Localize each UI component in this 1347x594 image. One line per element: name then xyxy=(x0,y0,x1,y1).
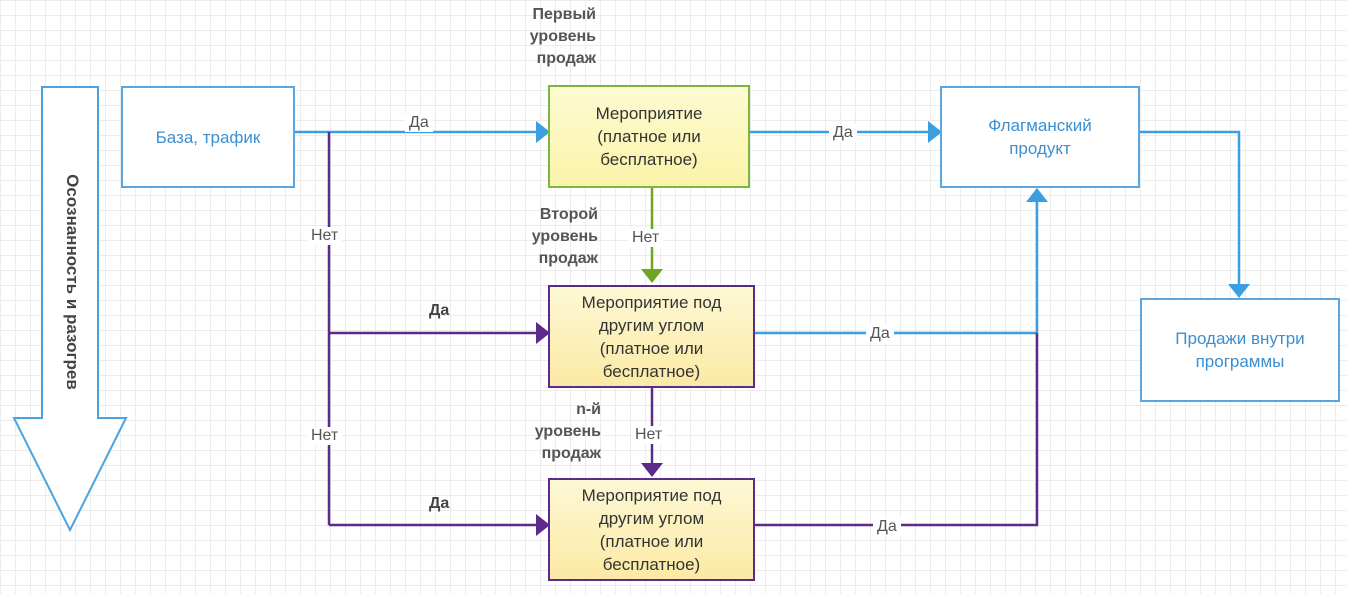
purple-arrowheads xyxy=(536,322,663,536)
arrowhead-to-flagship-up xyxy=(1026,188,1048,202)
event-box-3: Мероприятие под другим углом (платное ил… xyxy=(548,478,755,581)
arrowhead-event1-to-event2 xyxy=(641,269,663,283)
arrowhead-to-event2 xyxy=(536,322,550,344)
flagship-text: Флагманский продукт xyxy=(988,116,1092,158)
blue-arrowheads xyxy=(536,121,1250,298)
edge-label-yes-base-event1: Да xyxy=(405,114,433,132)
edge-label-no-upper: Нет xyxy=(307,227,343,245)
arrowhead-event2-to-event3 xyxy=(641,463,663,477)
base-traffic-text: База, трафик xyxy=(155,127,261,147)
inside-sales-box: Продажи внутри программы xyxy=(1140,298,1340,402)
event-box-1: Мероприятие (платное или бесплатное) xyxy=(548,85,750,188)
edge-label-yes-event1-flagship: Да xyxy=(829,124,857,142)
arrowhead-to-flagship xyxy=(928,121,942,143)
flagship-box: Флагманский продукт xyxy=(940,86,1140,188)
second-level-label: Второй уровень продаж xyxy=(531,206,598,267)
edge-label-yes-event2-flagship: Да xyxy=(866,325,894,343)
awareness-arrow xyxy=(12,86,128,533)
arrowhead-to-event1 xyxy=(536,121,550,143)
edge-label-yes-to-event3: Да xyxy=(429,495,450,512)
first-level-label: Первый уровень продаж xyxy=(529,6,596,67)
purple-connectors xyxy=(327,132,1039,527)
edge-label-no-event2-event3: Нет xyxy=(631,426,667,444)
arrowhead-to-event3 xyxy=(536,514,550,536)
event-box-2: Мероприятие под другим углом (платное ил… xyxy=(548,285,755,388)
edge-label-no-event1-event2: Нет xyxy=(628,229,664,247)
event-box-2-text: Мероприятие под другим углом (платное ил… xyxy=(581,292,722,381)
event-box-3-text: Мероприятие под другим углом (платное ил… xyxy=(581,485,722,574)
arrowhead-to-inside-sales xyxy=(1228,284,1250,298)
edge-label-yes-event3-flagship: Да xyxy=(873,518,901,536)
event-box-1-text: Мероприятие (платное или бесплатное) xyxy=(595,104,703,169)
inside-sales-text: Продажи внутри программы xyxy=(1175,329,1305,371)
awareness-label: Осознанность и разогрев xyxy=(63,174,82,390)
nth-level-label: n-й уровень продаж xyxy=(534,401,601,462)
edge-label-yes-to-event2: Да xyxy=(429,302,450,319)
edge-label-no-lower: Нет xyxy=(307,427,343,445)
base-traffic-box: База, трафик xyxy=(121,86,295,188)
